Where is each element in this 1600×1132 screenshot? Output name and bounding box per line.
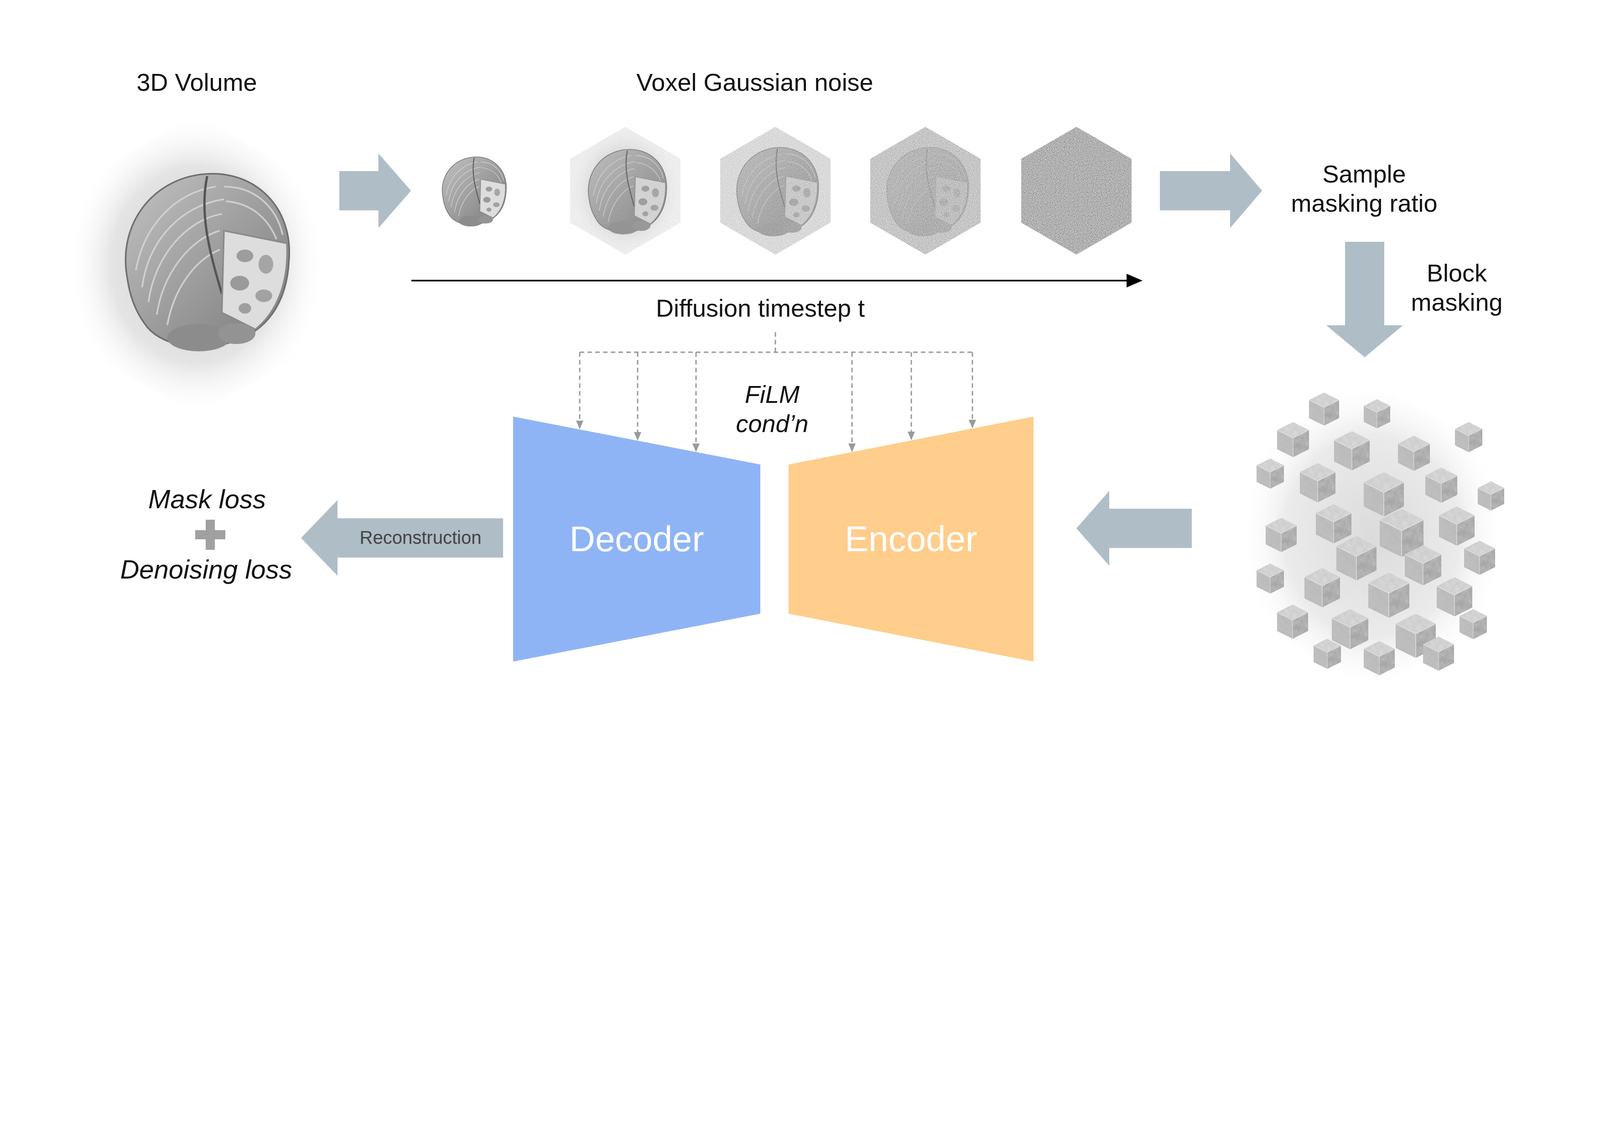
masked-block [1313, 638, 1341, 669]
arrow-label: Reconstruction [338, 526, 503, 549]
block-arrow [1076, 490, 1192, 566]
masked-block [1299, 462, 1336, 503]
loss-label: Denoising loss [92, 553, 321, 585]
masked-block [1277, 421, 1310, 458]
conditioning-label: FiLM cond’n [726, 379, 818, 438]
noise-cube [716, 124, 835, 257]
noise-cube [566, 124, 685, 257]
trapezoid-fill [788, 416, 1034, 662]
film-dashes [579, 332, 973, 445]
panel-heading: 3D Volume [56, 67, 338, 98]
masked-block [1368, 572, 1410, 618]
trapezoid-fill [513, 416, 761, 662]
masked-blocks [1238, 380, 1507, 691]
masked-block [1423, 636, 1455, 671]
masked-block [1363, 399, 1391, 429]
masked-block [1436, 576, 1473, 617]
masked-block [1454, 421, 1483, 452]
loss-label: Mask loss [93, 483, 322, 515]
masked-block [1256, 458, 1284, 489]
masked-block [1477, 481, 1505, 511]
masked-block [1265, 517, 1297, 552]
volume-illustration [65, 114, 327, 416]
timeline-line [411, 279, 1131, 282]
masked-block [1404, 545, 1442, 586]
volume-panel: 3D Volume [56, 63, 338, 420]
noise-cube [1017, 124, 1136, 257]
axis-label: Diffusion timestep t [577, 293, 943, 323]
masked-block [1334, 431, 1370, 471]
masked-block [1277, 604, 1309, 639]
masked-block [1336, 535, 1377, 581]
block-arrow [339, 153, 411, 229]
encoder-block: Encoder [788, 416, 1034, 662]
block-title: Encoder [788, 416, 1034, 662]
block-arrow [1159, 153, 1263, 229]
brain-volume [125, 173, 290, 352]
block-arrow [301, 499, 504, 576]
masked-block [1315, 503, 1352, 544]
masked-block [1256, 563, 1284, 594]
masked-block [1438, 506, 1475, 546]
noise-series [442, 124, 1136, 257]
decoder-block: Decoder [513, 416, 761, 662]
block-title: Decoder [513, 416, 761, 662]
panel-heading: Voxel Gaussian noise [412, 67, 1097, 98]
brain-volume [442, 156, 507, 227]
masked-block [1363, 472, 1404, 517]
masked-block [1425, 467, 1458, 503]
volume-glow [65, 114, 327, 416]
masked-block [1397, 435, 1430, 471]
blocks-glow [1238, 380, 1507, 691]
masked-block [1363, 640, 1395, 676]
plus-symbol [195, 519, 226, 550]
masked-block [1309, 392, 1340, 426]
masked-block [1459, 608, 1487, 639]
noise-panel: Voxel Gaussian noise [412, 63, 1097, 265]
step-label: Sample masking ratio [1285, 159, 1444, 218]
masked-block [1331, 608, 1369, 650]
noise-cube [866, 124, 985, 257]
block-arrow [1326, 241, 1403, 358]
masked-block [1304, 567, 1341, 608]
masked-block [1464, 540, 1496, 575]
timeline-arrowhead [1126, 273, 1143, 288]
step-label: Block masking [1404, 258, 1510, 317]
